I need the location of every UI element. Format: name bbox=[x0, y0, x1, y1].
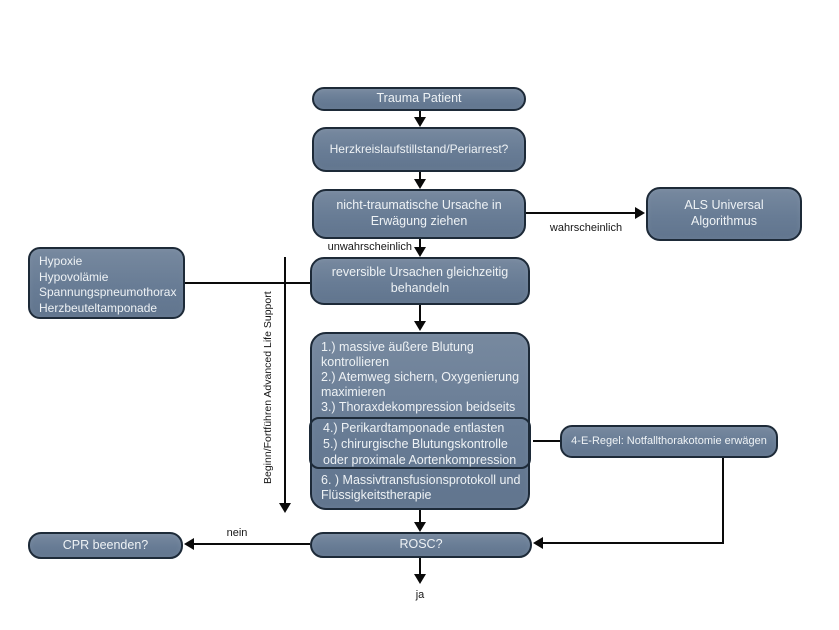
node-nontraumatic-cause-label: nicht-traumatische Ursache in Erwägung z… bbox=[336, 198, 502, 228]
arrowhead-down-icon bbox=[279, 503, 291, 513]
arrowhead-right-icon bbox=[635, 207, 645, 219]
node-cardiac-arrest-question: Herzkreislaufstillstand/Periarrest? bbox=[312, 127, 526, 172]
node-reversible-causes-list: Hypoxie Hypovolämie Spannungspneumothora… bbox=[28, 247, 185, 319]
node-interventions: 1.) massive äußere Blutung kontrollieren… bbox=[309, 332, 531, 510]
arrowhead-down-icon bbox=[414, 574, 426, 584]
connector-rosc-to-yes bbox=[419, 558, 421, 576]
connector-causes-to-reversible bbox=[185, 282, 310, 284]
node-rosc-question: ROSC? bbox=[310, 532, 532, 558]
intervention-5: 5.) chirurgische Blutungskontrolle oder … bbox=[323, 436, 517, 467]
node-als-universal-algorithm-label: ALS Universal Algorithmus bbox=[684, 198, 764, 228]
arrowhead-down-icon bbox=[414, 247, 426, 257]
cause-tension-pneumothorax: Spannungspneumothorax bbox=[39, 285, 177, 300]
node-four-e-rule-label: 4-E-Regel: Notfallthorakotomie erwägen bbox=[571, 434, 767, 447]
node-cpr-terminate-question-label: CPR beenden? bbox=[62, 537, 149, 552]
intervention-2: 2.) Atemweg sichern, Oxygenierung maximi… bbox=[321, 370, 520, 399]
cause-cardiac-tamponade: Herzbeuteltamponade bbox=[39, 300, 158, 315]
arrowhead-left-icon bbox=[533, 537, 543, 549]
arrowhead-left-icon bbox=[184, 538, 194, 550]
node-cardiac-arrest-question-label: Herzkreislaufstillstand/Periarrest? bbox=[329, 142, 509, 156]
intervention-3: 3.) Thoraxdekompression beidseits bbox=[321, 400, 516, 414]
connector-rosc-to-cpr bbox=[194, 543, 310, 545]
connector-four-e-to-rosc-horizontal bbox=[542, 542, 724, 544]
node-treat-reversible-causes-label: reversible Ursachen gleichzeitig behande… bbox=[331, 265, 509, 295]
node-treat-reversible-causes: reversible Ursachen gleichzeitig behande… bbox=[310, 257, 530, 305]
node-trauma-patient: Trauma Patient bbox=[312, 87, 526, 111]
node-rosc-question-label: ROSC? bbox=[399, 537, 443, 552]
connector-interventions-to-rosc bbox=[419, 510, 421, 523]
connector-subgroup-to-four-e bbox=[533, 440, 560, 442]
label-no: nein bbox=[226, 527, 248, 539]
connector-nontraumatic-to-reversible bbox=[419, 239, 421, 248]
connector-nontraumatic-to-als bbox=[526, 212, 636, 214]
node-trauma-patient-label: Trauma Patient bbox=[376, 91, 462, 106]
label-unlikely: unwahrscheinlich bbox=[327, 241, 412, 253]
interventions-top-group: 1.) massive äußere Blutung kontrollieren… bbox=[321, 340, 523, 415]
interventions-bottom-group: 6. ) Massivtransfusionsprotokoll und Flü… bbox=[321, 473, 523, 503]
cause-hypovolemia: Hypovolämie bbox=[39, 269, 109, 284]
node-cpr-terminate-question: CPR beenden? bbox=[28, 532, 183, 559]
arrowhead-down-icon bbox=[414, 522, 426, 532]
connector-reversible-to-interventions bbox=[419, 305, 421, 322]
node-nontraumatic-cause: nicht-traumatische Ursache in Erwägung z… bbox=[312, 189, 526, 239]
label-likely: wahrscheinlich bbox=[549, 222, 623, 234]
connector-arrest-to-nontraumatic bbox=[419, 172, 421, 180]
node-interventions-priority-subgroup: 4.) Perikardtamponade entlasten 5.) chir… bbox=[309, 417, 531, 469]
cause-hypoxia: Hypoxie bbox=[39, 254, 83, 268]
label-yes: ja bbox=[415, 589, 425, 601]
node-four-e-rule: 4-E-Regel: Notfallthorakotomie erwägen bbox=[560, 425, 778, 458]
arrowhead-down-icon bbox=[414, 321, 426, 331]
connector-trauma-to-arrest bbox=[419, 111, 421, 119]
label-als-support: Beginn/Fortführen Advanced Life Support bbox=[262, 291, 274, 484]
arrowhead-down-icon bbox=[414, 117, 426, 127]
intervention-1: 1.) massive äußere Blutung kontrollieren bbox=[321, 340, 474, 369]
node-als-universal-algorithm: ALS Universal Algorithmus bbox=[646, 187, 802, 241]
intervention-6: 6. ) Massivtransfusionsprotokoll und Flü… bbox=[321, 473, 521, 502]
intervention-4: 4.) Perikardtamponade entlasten bbox=[323, 421, 505, 435]
connector-four-e-to-rosc-vertical bbox=[722, 458, 724, 544]
connector-als-support bbox=[284, 257, 286, 505]
arrowhead-down-icon bbox=[414, 179, 426, 189]
